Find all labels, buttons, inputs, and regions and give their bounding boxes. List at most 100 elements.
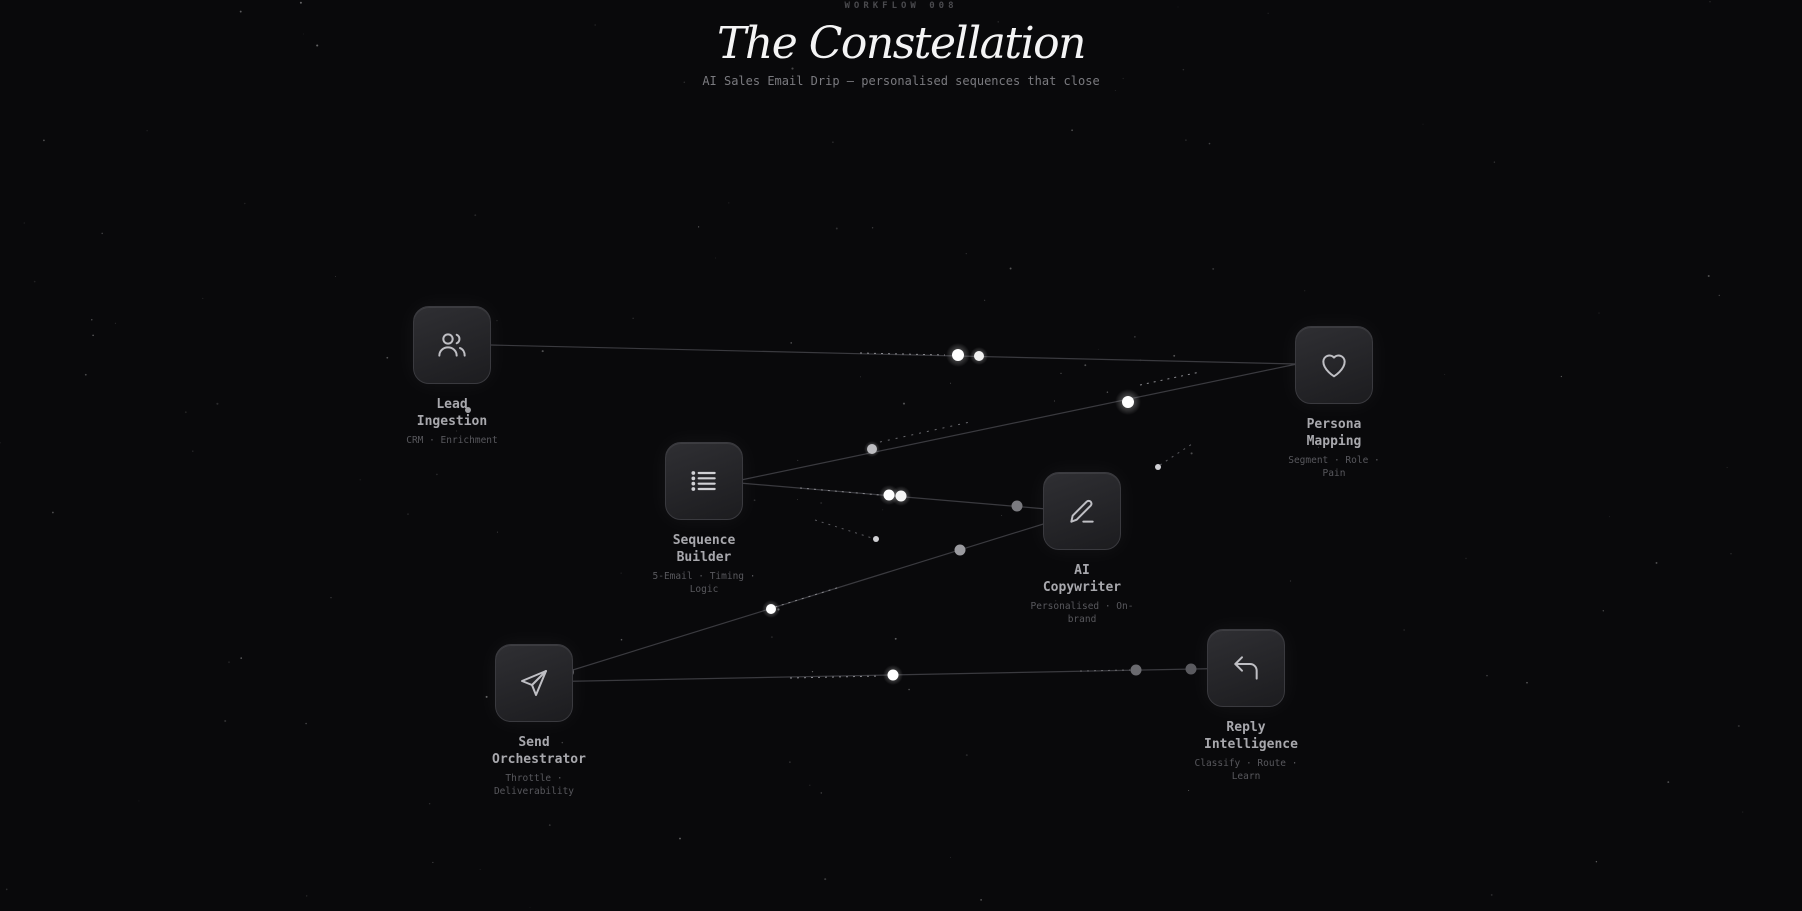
star — [908, 688, 910, 691]
star — [1134, 336, 1136, 338]
node-card[interactable] — [665, 442, 743, 520]
star — [1208, 142, 1211, 145]
star — [809, 784, 811, 787]
star — [1009, 267, 1012, 270]
node-sublabel: Segment · Role · Pain — [1288, 455, 1380, 479]
star — [791, 67, 794, 70]
node-send-orchestrator[interactable]: Send Orchestrator Throttle · Deliverabil… — [464, 644, 604, 798]
star — [965, 252, 967, 255]
star — [1709, 1, 1711, 3]
connection-lead-persona — [489, 343, 1298, 367]
star — [860, 376, 861, 378]
star — [1177, 6, 1179, 8]
node-sublabel: CRM · Enrichment — [406, 435, 498, 446]
star — [1730, 553, 1732, 555]
users-icon — [438, 333, 466, 357]
star — [1444, 374, 1446, 376]
star — [224, 719, 227, 723]
reply-icon — [1234, 656, 1258, 680]
node-label: Reply Intelligence — [1204, 720, 1298, 752]
star — [1267, 12, 1269, 14]
node-lead-ingestion[interactable]: Lead Ingestion CRM · Enrichment — [382, 306, 522, 447]
star — [436, 473, 438, 476]
node-sublabel: Classify · Route · Learn — [1194, 758, 1298, 782]
star — [728, 202, 730, 204]
star — [114, 322, 116, 324]
page-subtitle: AI Sales Email Drip — personalised seque… — [702, 74, 1100, 88]
node-card[interactable] — [495, 644, 573, 722]
star — [1317, 446, 1319, 448]
star — [1053, 400, 1055, 402]
flow-particle — [1011, 500, 1023, 512]
star — [299, 1, 302, 4]
star — [1304, 290, 1306, 292]
connection-persona-sequence — [740, 363, 1298, 481]
send-icon — [521, 670, 547, 696]
star — [1097, 348, 1099, 350]
node-reply-intelligence[interactable]: Reply Intelligence Classify · Route · Le… — [1176, 629, 1316, 783]
star — [386, 356, 389, 359]
star — [455, 430, 457, 432]
node-card[interactable] — [413, 306, 491, 384]
star — [244, 202, 246, 205]
star — [1212, 267, 1215, 270]
node-label: Persona Mapping — [1306, 417, 1362, 449]
star — [1490, 893, 1493, 896]
star — [965, 754, 968, 757]
flow-particle — [766, 604, 776, 614]
connection-copywriter-send — [533, 511, 1083, 683]
node-sublabel: Throttle · Deliverability — [493, 773, 575, 797]
star — [1598, 312, 1600, 314]
star — [23, 222, 25, 224]
star — [52, 511, 54, 514]
star — [770, 636, 773, 639]
star — [101, 232, 103, 235]
star — [1667, 781, 1670, 784]
connection-sequence-copywriter — [703, 479, 1083, 513]
star — [305, 722, 307, 725]
star — [428, 802, 431, 805]
star — [950, 856, 952, 858]
star — [835, 227, 838, 230]
star — [1742, 811, 1744, 813]
star — [1188, 789, 1190, 792]
star — [1526, 681, 1528, 684]
star — [1190, 452, 1193, 455]
node-ai-copywriter[interactable]: AI Copywriter Personalised · On-brand — [1012, 472, 1152, 626]
star — [529, 907, 531, 909]
star — [824, 878, 827, 881]
star — [485, 695, 488, 698]
node-sequence-builder[interactable]: Sequence Builder 5-Email · Timing · Logi… — [634, 442, 774, 596]
star — [1655, 561, 1658, 564]
flow-particle — [952, 349, 964, 361]
node-sublabel: 5-Email · Timing · Logic — [652, 571, 756, 595]
node-card[interactable] — [1295, 326, 1373, 404]
star — [902, 402, 906, 405]
node-label: Send Orchestrator — [492, 735, 586, 767]
flow-particle — [1185, 663, 1197, 675]
flow-particle — [974, 351, 984, 361]
star — [753, 499, 756, 502]
list-icon — [691, 471, 716, 491]
star — [330, 597, 332, 599]
star — [997, 21, 999, 23]
star — [1493, 161, 1496, 163]
star — [894, 637, 897, 640]
star — [697, 226, 700, 228]
star — [1465, 557, 1467, 560]
node-label: AI Copywriter — [1042, 563, 1122, 595]
star — [820, 792, 823, 794]
star — [239, 10, 242, 13]
node-persona-mapping[interactable]: Persona Mapping Segment · Role · Pain — [1264, 326, 1404, 480]
star — [474, 214, 477, 217]
node-card[interactable] — [1207, 629, 1285, 707]
star — [561, 741, 564, 744]
star — [202, 297, 204, 299]
star — [811, 670, 814, 673]
star — [138, 800, 140, 802]
star — [305, 895, 308, 897]
star — [1114, 89, 1116, 91]
node-card[interactable] — [1043, 472, 1121, 550]
node-sublabel: Personalised · On-brand — [1030, 601, 1134, 625]
